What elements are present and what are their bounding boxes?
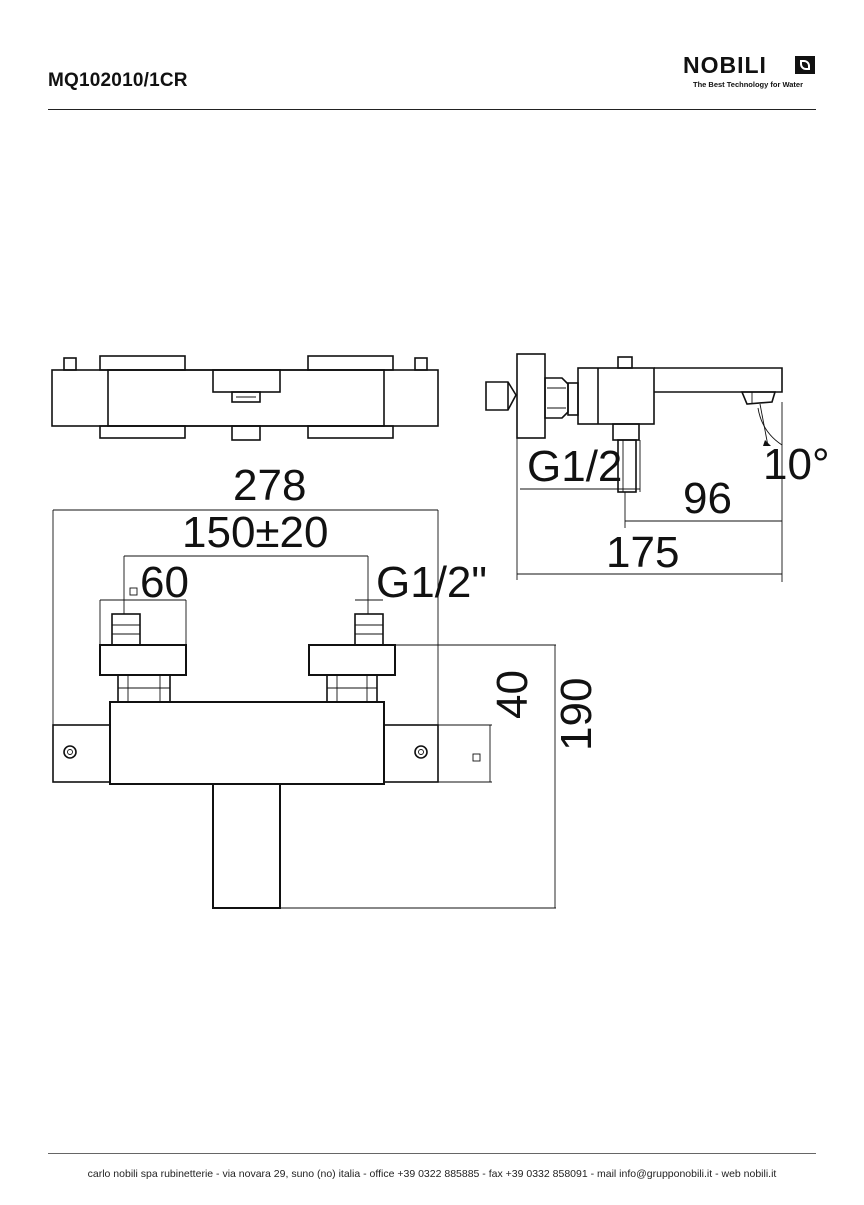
square-symbol-icon [129, 587, 138, 596]
dim-spout-projection: 96 [683, 474, 732, 523]
footer-contact: carlo nobili spa rubinetterie - via nova… [87, 1168, 777, 1180]
front-view [52, 509, 556, 909]
dim-side-thread: G1/2 [527, 442, 622, 491]
dim-inlet-spacing: 150±20 [182, 508, 329, 557]
nobili-logo-mark-icon [795, 56, 815, 74]
top-view [51, 355, 439, 441]
brand-name: NOBILI [683, 52, 767, 78]
dim-overall-width: 278 [233, 461, 306, 510]
dim-height: 190 [552, 678, 601, 751]
brand-logo: NOBILI The Best Technology for Water [683, 52, 823, 92]
header-divider [48, 109, 816, 110]
dim-handle-square: 60 [140, 558, 189, 607]
footer-divider [48, 1153, 816, 1154]
brand-tagline: The Best Technology for Water [693, 80, 804, 89]
product-code: MQ102010/1CR [48, 70, 188, 91]
dim-inlet-thread: G1/2" [376, 558, 487, 607]
side-view [485, 353, 783, 582]
square-symbol-icon-2 [472, 753, 481, 762]
dim-spout-angle: 10° [763, 440, 830, 489]
dim-overall-depth: 175 [606, 528, 679, 577]
dim-body-square: 40 [488, 670, 537, 719]
